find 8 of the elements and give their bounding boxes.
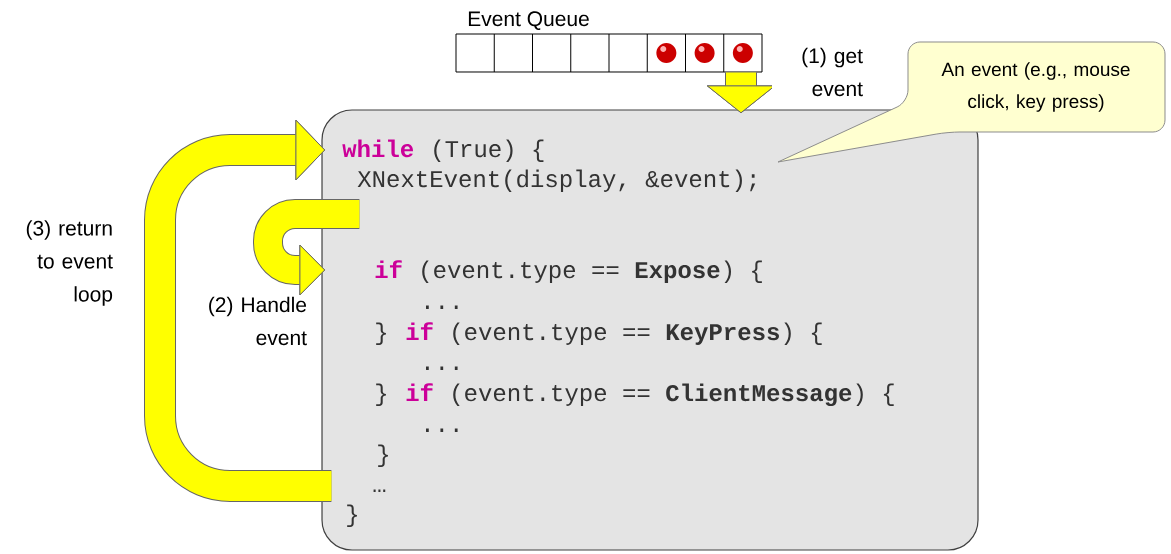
node-label: Event Queue <box>468 11 589 30</box>
edge-label: (1) get event <box>802 47 863 97</box>
edge-label: (2) Handle event <box>209 296 307 346</box>
event-queue: Event Queue <box>455 11 763 73</box>
code-box: while (True) { XNextEvent(display, &event); if (event.type == Expose) { ... } if (event.type == KeyPress) { ... } if (event.type == ClientMessage) { ... } … } <box>321 109 979 551</box>
arrow <box>253 199 360 296</box>
edge-label: (3) return to event loop <box>26 220 113 306</box>
arrow <box>144 119 332 502</box>
